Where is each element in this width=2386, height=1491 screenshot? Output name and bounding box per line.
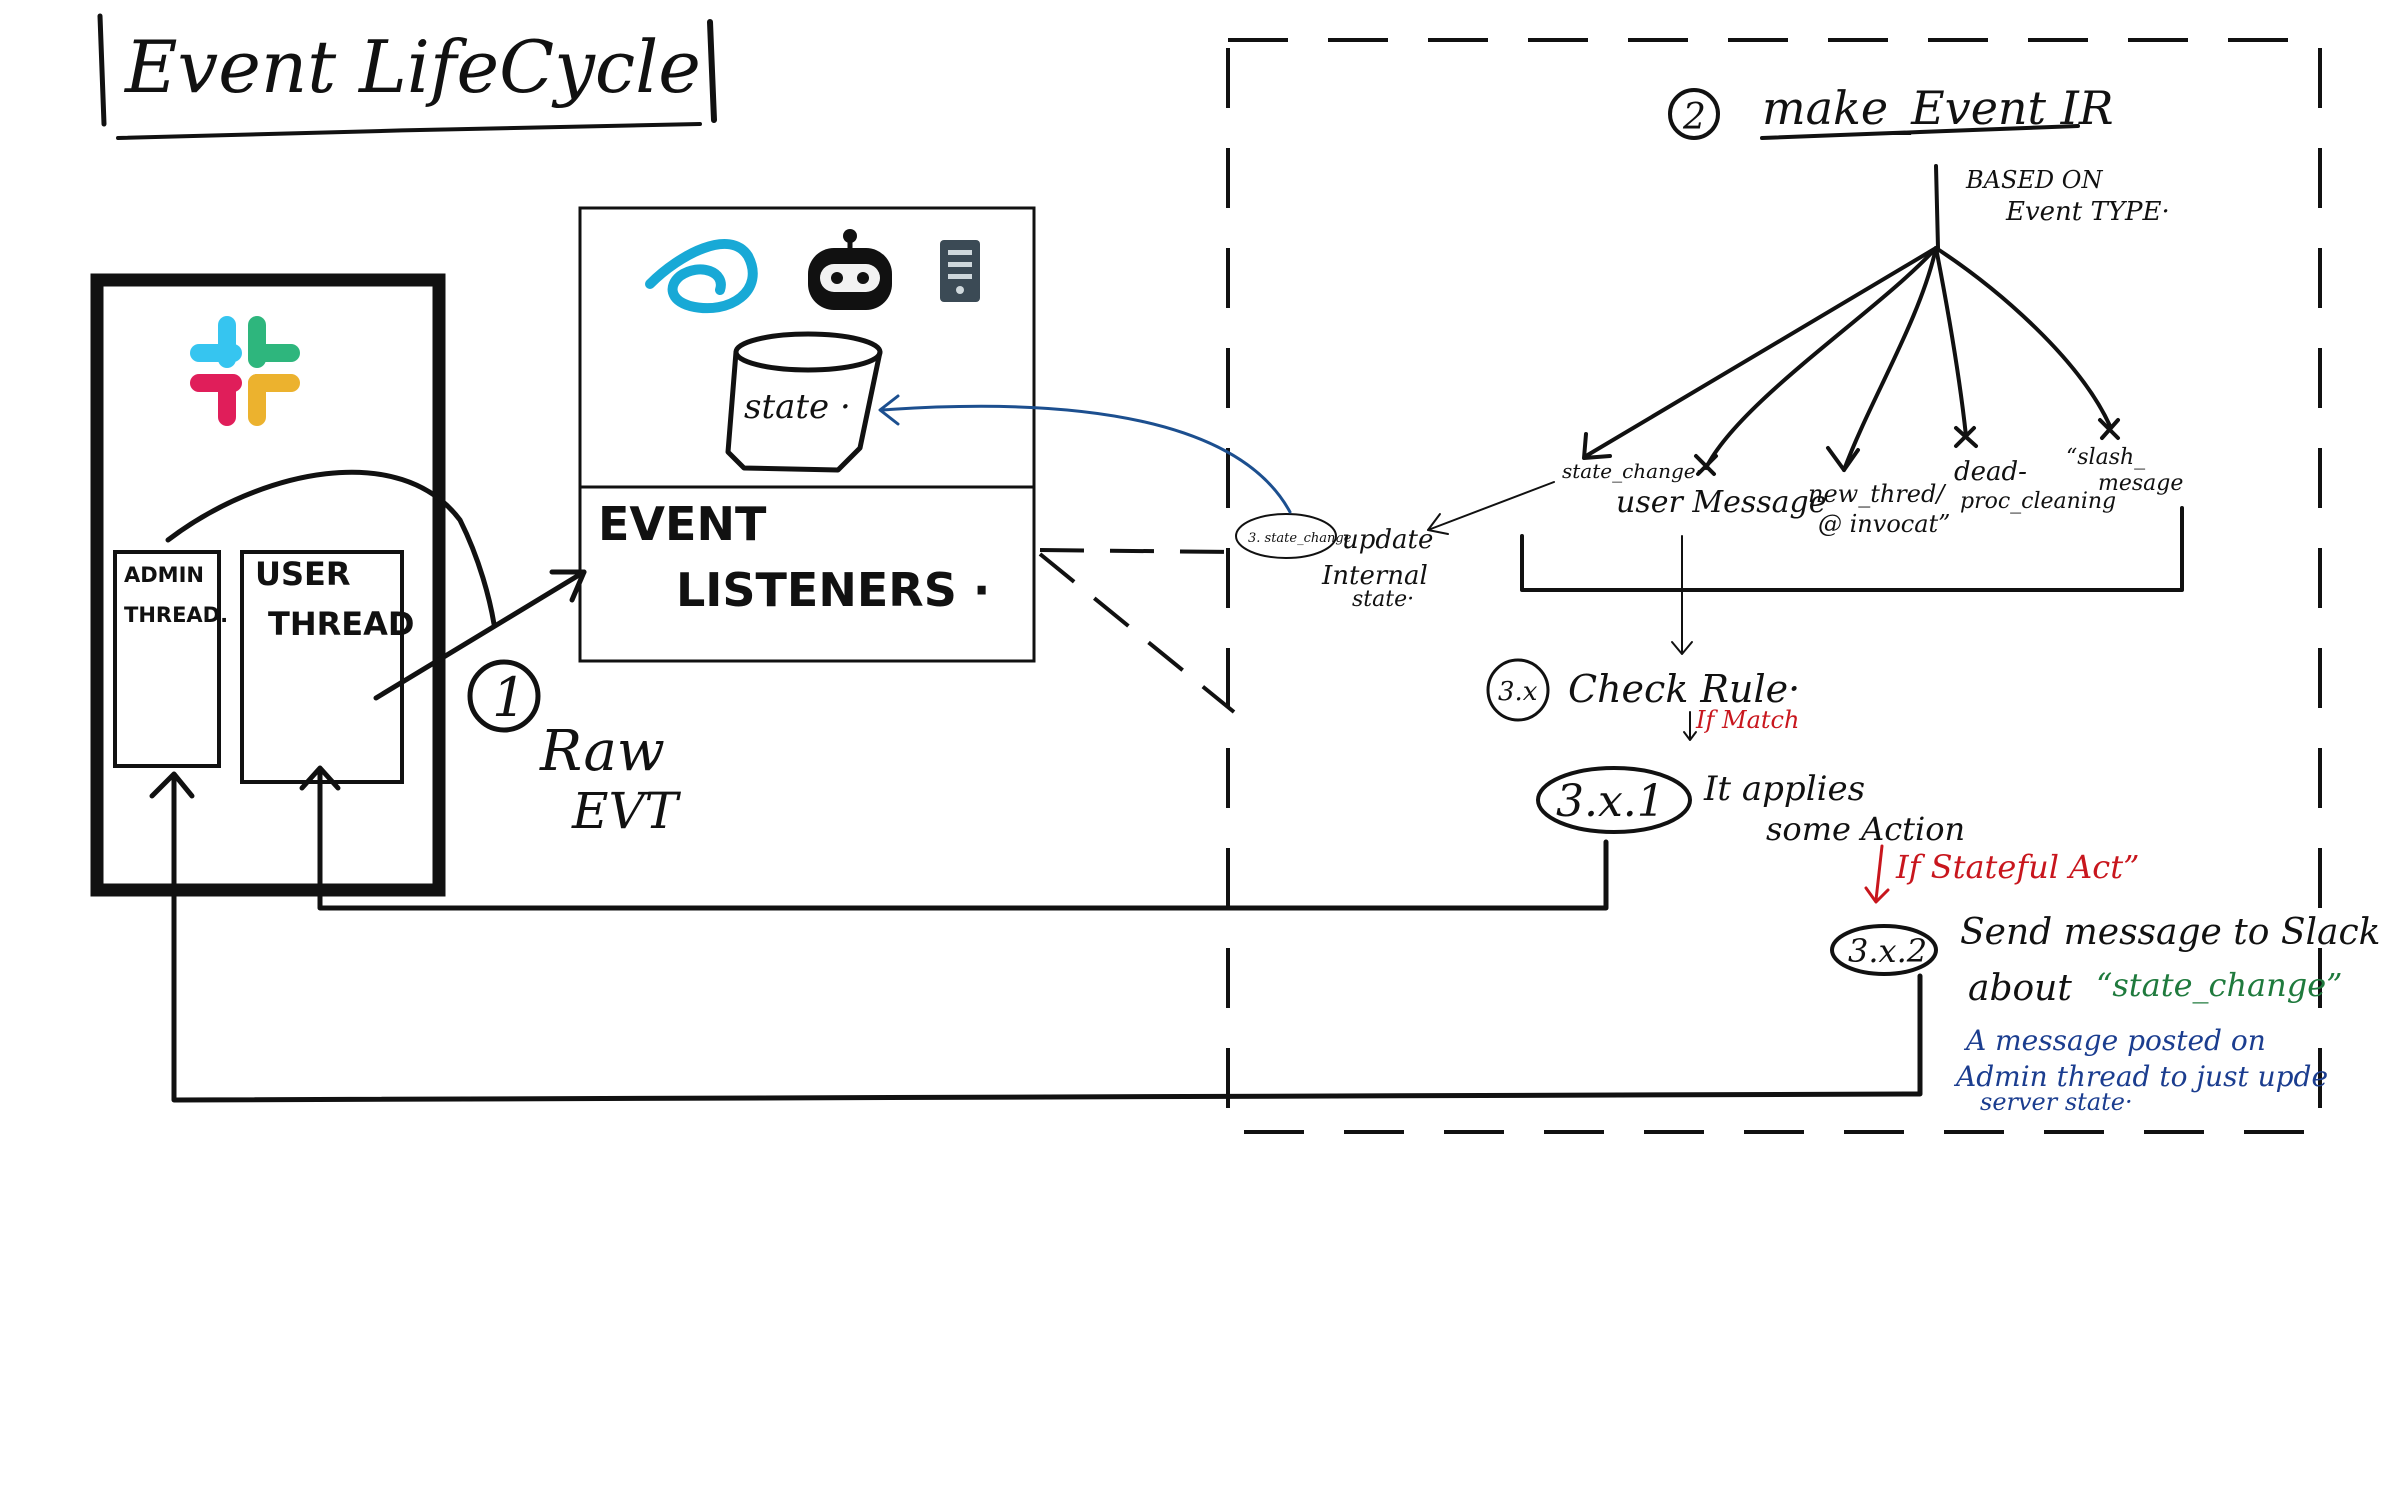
listener-to-ir-connector [1038,548,1236,714]
step-3-state-label-1: update [1342,525,1433,555]
event-listeners-box: state · EVENT LISTENERS · [578,206,1036,663]
step-3x2-badge: 3.x.2 [1848,932,1927,970]
step-3x1-label-2: some Action [1766,810,1965,848]
admin-thread-label-1: ADMIN [124,563,204,587]
step-3x2-label: Send message to Slack [1960,912,2381,953]
step-2-note-2: Event TYPE· [2005,197,2170,227]
slack-box: ADMIN THREAD. USER THREAD [90,273,446,897]
title-group: Event LifeCycle [97,13,717,140]
step-3-state-change: 3. state_change update Internal state· [1235,513,1433,612]
swirl-logo-icon [645,239,758,314]
branch-state-change: state_change· [1562,459,1702,483]
event-listeners-title-2: LISTENERS · [676,563,990,617]
user-thread-label-1: USER [255,555,351,593]
update-state-arrow [878,394,1292,514]
branch-slash-1: “slash_ [2066,445,2145,470]
step-3x1-condition: If Stateful Act” [1895,848,2139,886]
step-3x-badge: 3.x [1498,677,1538,707]
event-ir-region [1226,38,2322,1134]
branch-slash-2: mesage [2098,471,2183,496]
step-1-label-2: EVT [571,782,682,840]
step-3x-condition: If Match [1695,706,1799,734]
step-2: 2 make_Event IR BASED ON Event TYPE· [1668,81,2170,227]
step-3x2-note-1: A message posted on [1963,1024,2266,1057]
step-3x2-about-value: “state_change” [2096,966,2343,1004]
branch-user-message: user Message [1616,485,1826,520]
admin-thread: ADMIN THREAD. [113,550,228,768]
step-3-state-badge: 3. state_change [1248,531,1352,546]
return-to-user-thread [299,765,1609,911]
admin-to-user-arc [165,469,497,627]
step-3x-label: Check Rule· [1568,667,1800,711]
return-to-admin-thread [149,771,1923,1103]
step-1-label-1: Raw [539,719,665,784]
step-3x2-note-3: server state· [1980,1088,2133,1116]
step-3x1-label-1: It applies [1703,769,1865,809]
robot-icon [808,229,892,310]
admin-thread-label-2: THREAD. [124,603,228,627]
slack-logo-icon [190,316,300,426]
step-2-note-1: BASED ON [1965,166,2103,194]
page-title: Event LifeCycle [123,25,701,109]
branch-dead-proc-1: dead- [1954,457,2027,487]
branch-new-thread-2: @ invocat” [1818,510,1950,538]
database-cylinder-icon: state · [725,331,883,473]
step-1: 1 Raw EVT [467,659,682,840]
branch-new-thread-1: new_thred/ [1808,480,1947,508]
state-label: state · [744,387,851,427]
raw-event-arrow [373,569,587,701]
step-3x2: 3.x.2 Send message to Slack about “state… [1830,912,2381,1116]
user-thread: USER THREAD [240,550,414,784]
state-change-arrow [1427,481,1555,535]
step-3-state-label-3: state· [1352,587,1414,612]
step-3x2-note-2: Admin thread to just upde [1953,1060,2328,1093]
user-message-arrow [1671,535,1693,655]
step-3x: 3.x Check Rule· If Match [1486,658,1800,741]
branch-dead-proc-2: proc_cleaning [1960,489,2116,514]
step-1-number: 1 [492,666,526,729]
user-thread-label-2: THREAD [268,605,414,643]
step-3x2-about: about [1968,968,2072,1009]
step-3x1-badge: 3.x.1 [1556,776,1665,827]
step-3-state-label-2: Internal [1321,561,1428,591]
event-type-tree [1520,164,2184,592]
server-icon [940,240,980,302]
step-3x1: 3.x.1 It applies some Action If Stateful… [1536,766,2139,904]
event-listeners-title-1: EVENT [598,497,767,551]
step-2-number: 2 [1682,97,1706,138]
